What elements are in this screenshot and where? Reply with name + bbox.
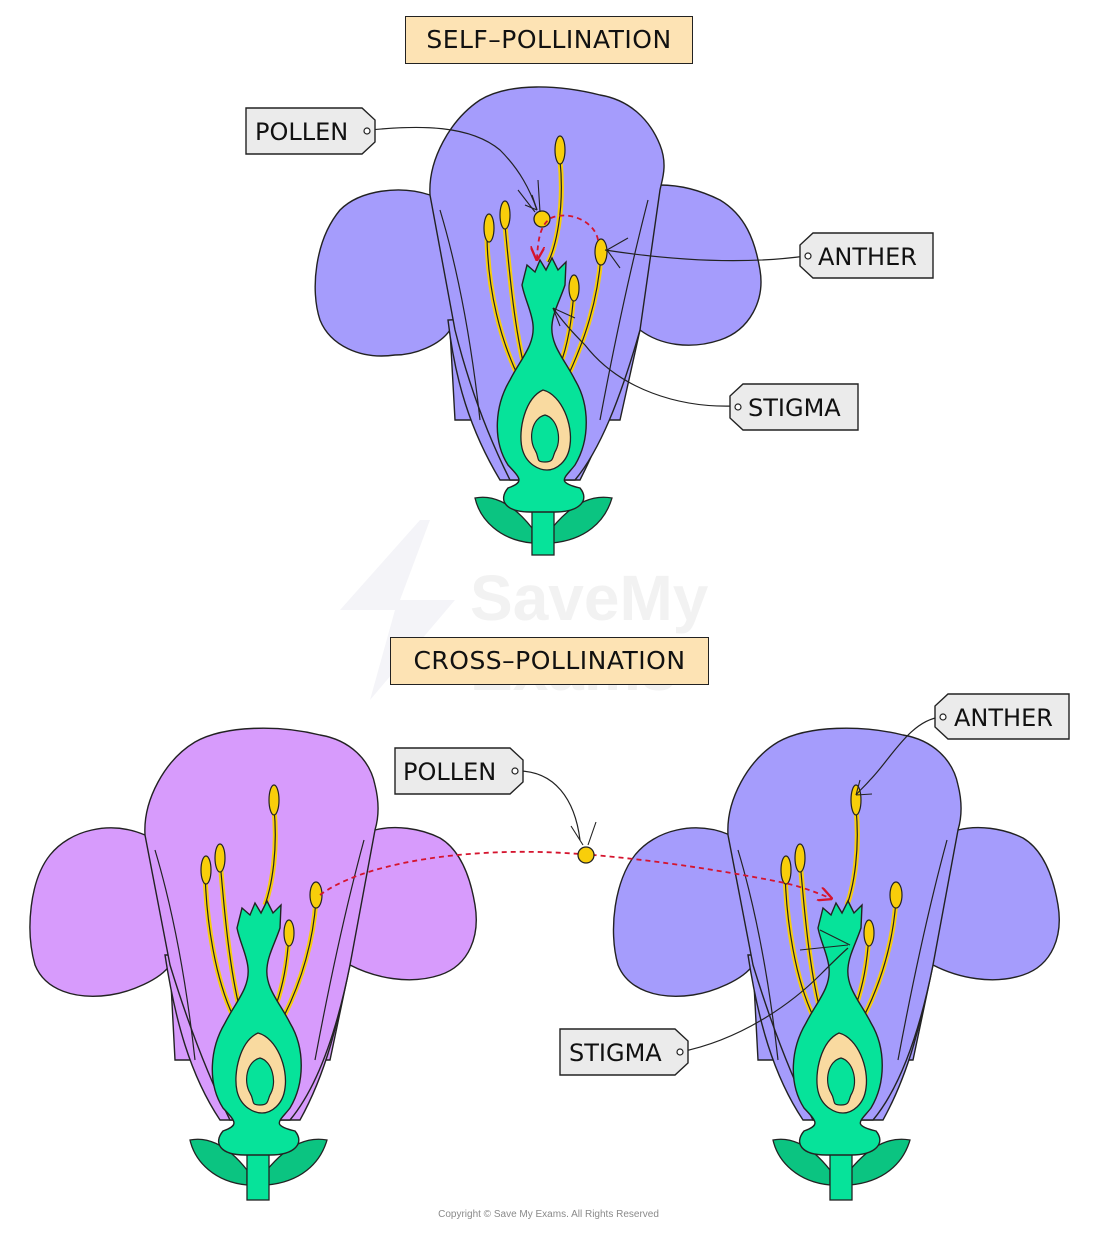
cross-pollen-grain — [577, 846, 595, 864]
watermark-text-1: SaveMy — [470, 562, 709, 634]
cross-stigma-tag: STIGMA — [559, 1028, 689, 1076]
cross-pollination-arrow — [319, 850, 830, 898]
cross-pollen-label: POLLEN — [403, 758, 496, 786]
self-anther-tag: ANTHER — [799, 232, 934, 279]
cross-stigma-label: STIGMA — [569, 1039, 662, 1067]
self-pollen-tag: POLLEN — [245, 107, 376, 155]
self-anther-label: ANTHER — [818, 243, 917, 271]
self-pollination-arrow — [537, 214, 599, 258]
self-pollen-label: POLLEN — [255, 118, 348, 146]
cross-pollen-tag: POLLEN — [394, 747, 524, 795]
self-stigma-label: STIGMA — [748, 394, 841, 422]
self-flower — [314, 86, 807, 556]
self-anther-shape — [594, 238, 608, 266]
cross-anther-tag: ANTHER — [934, 693, 1070, 740]
copyright-notice: Copyright © Save My Exams. All Rights Re… — [438, 1209, 659, 1220]
self-pollen-grain — [533, 210, 551, 228]
cross-anther-shape — [850, 784, 862, 816]
cross-left-flower — [29, 727, 477, 1201]
cross-right-flower — [612, 727, 1060, 1201]
self-pollination-title: SELF–POLLINATION — [405, 16, 693, 64]
cross-anther-label: ANTHER — [954, 704, 1053, 732]
self-stigma-tag: STIGMA — [729, 383, 859, 431]
cross-pollination-title: CROSS–POLLINATION — [390, 637, 709, 685]
